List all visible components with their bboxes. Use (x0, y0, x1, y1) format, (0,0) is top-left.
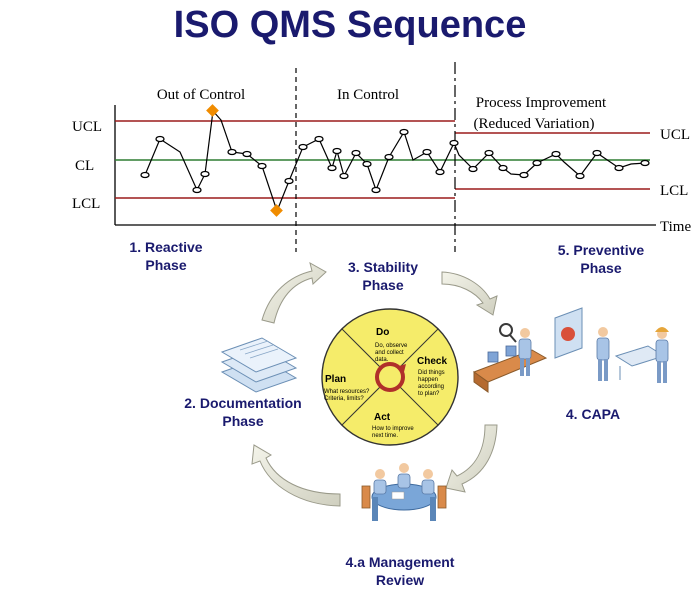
process-trace (144, 109, 646, 213)
outlier-low-marker (270, 204, 283, 217)
pdca-check-label: Check (417, 356, 447, 367)
pdca-check-text-2: happen (418, 377, 438, 383)
phase-management-line-2: Review (375, 572, 425, 588)
cycle-arrows (251, 261, 498, 507)
phase-capa-line-1: 4. CAPA (565, 406, 621, 422)
pdca-act-text-1: How to improve (372, 426, 414, 432)
cycle-arrow-head-icon (399, 364, 406, 372)
documents-icon (220, 337, 298, 393)
pdca-check-text-1: Did things (418, 370, 445, 376)
region-label-process-improvement: Process Improvement (476, 95, 607, 111)
ucl-label-right: UCL (660, 127, 690, 143)
phase-stability-line-1: 3. Stability (347, 259, 419, 275)
phase-documentation-line-1: 2. Documentation (184, 395, 302, 411)
phase-reactive-line-1: 1. Reactive (129, 239, 203, 255)
pdca-wheel: Do Do, observe and collect data. Check D… (321, 308, 459, 446)
pdca-plan-text-2: Criteria, limits? (324, 396, 364, 402)
outlier-high-marker (206, 104, 219, 117)
phase-management-line-1: 4.a Management (345, 554, 455, 570)
region-label-in-control: In Control (337, 87, 399, 103)
lcl-label: LCL (72, 196, 100, 212)
arrow-management-to-documentation (251, 444, 341, 507)
phase-label-documentation: 2. Documentation Phase (168, 394, 318, 430)
pdca-check-text-3: according (418, 384, 444, 390)
phase-label-preventive: 5. Preventive Phase (536, 241, 666, 277)
phase-label-stability: 3. Stability Phase (318, 258, 448, 294)
data-points (140, 128, 650, 194)
region-label-reduced-variation: (Reduced Variation) (474, 116, 595, 132)
pdca-act-text-2: next time. (372, 433, 398, 439)
arrow-stability-to-capa (441, 271, 498, 316)
pdca-do-text-2: and collect (375, 350, 404, 356)
pdca-do-text-3: data. (375, 357, 389, 363)
time-label: Time (660, 219, 691, 235)
phase-label-reactive: 1. Reactive Phase (106, 238, 226, 274)
pdca-act-label: Act (374, 412, 391, 423)
arrow-capa-to-management (445, 424, 498, 493)
phase-stability-line-2: Phase (362, 277, 404, 293)
pdca-plan-label: Plan (325, 374, 346, 385)
pdca-check-text-4: to plan? (418, 391, 440, 397)
region-label-out-of-control: Out of Control (157, 87, 245, 103)
page-title: ISO QMS Sequence (173, 4, 527, 46)
arrow-documentation-to-stability (261, 261, 327, 324)
pdca-do-label: Do (376, 327, 389, 338)
capa-people-icon (472, 307, 669, 393)
pdca-plan-text-1: What resources? (324, 389, 370, 395)
phase-preventive-line-1: 5. Preventive (557, 242, 645, 258)
phase-documentation-line-2: Phase (222, 413, 264, 429)
phase-preventive-line-2: Phase (580, 260, 622, 276)
cl-label: CL (75, 158, 94, 174)
lcl-label-right: LCL (660, 183, 688, 199)
cycle-arrow-icon (375, 362, 405, 392)
phase-reactive-line-2: Phase (145, 257, 187, 273)
phase-label-management-review: 4.a Management Review (320, 553, 480, 589)
pdca-do-text-1: Do, observe (375, 343, 408, 349)
control-chart: Out of Control In Control Process Improv… (72, 62, 691, 252)
meeting-people-icon (361, 463, 447, 521)
phase-label-capa: 4. CAPA (548, 405, 638, 423)
ucl-label: UCL (72, 119, 102, 135)
